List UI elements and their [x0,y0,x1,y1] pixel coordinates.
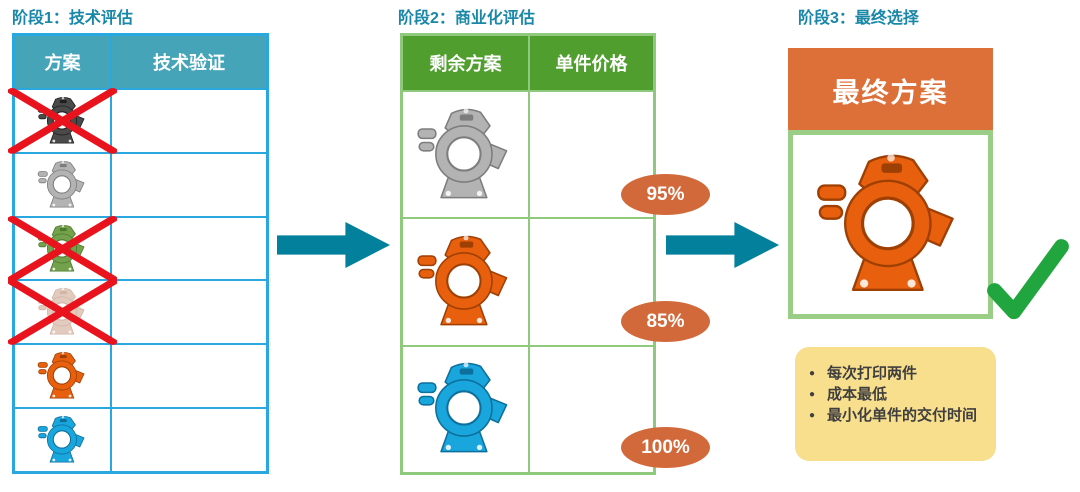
remaining-solution-cell [402,345,529,473]
verification-cell [111,280,267,345]
price-badge-100: 100% [621,427,710,468]
arrow-stage1-to-stage2-icon [277,221,391,269]
solution-cell [8,88,117,154]
remaining-solution-cell [402,91,529,219]
stage3-title: 阶段3：最终选择 [798,10,919,27]
part-image [36,349,90,403]
solution-cell [8,279,117,346]
stage1-title: 阶段1：技术评估 [12,10,133,27]
verification-cell [111,216,267,281]
checkmark-icon [987,239,1069,320]
solution-cell [14,152,111,217]
note-item: 成本最低 [809,384,986,405]
verification-cell [111,344,267,409]
stage1-col-header-verification: 技术验证 [111,35,267,89]
verification-cell [111,89,267,153]
arrow-stage2-to-stage3-icon [666,221,780,269]
stage2-col-header-price: 单件价格 [529,35,654,91]
part-image [414,230,518,334]
solution-cell [14,344,111,409]
stage2-table: 剩余方案 单件价格 [400,33,656,475]
part-image [414,357,518,461]
verification-cell [111,408,267,472]
final-part-image [812,146,970,304]
rejected-x-icon [8,88,117,154]
notes-list: 每次打印两件 成本最低 最小化单件的交付时间 [809,363,986,426]
price-badge-95: 95% [621,174,710,215]
rejected-x-icon [8,279,117,346]
verification-cell [111,152,267,217]
price-badge-85: 85% [621,301,710,342]
stage1-table: 方案 技术验证 [8,33,269,474]
price-cell [529,345,654,473]
price-cell [529,218,654,346]
solution-cell [14,408,111,472]
note-item: 每次打印两件 [809,363,986,384]
note-item: 最小化单件的交付时间 [809,405,986,426]
final-solution-header: 最终方案 [788,48,993,132]
stage1-col-header-solution: 方案 [14,35,111,89]
stage2-title: 阶段2：商业化评估 [398,10,535,27]
stage2-col-header-remaining: 剩余方案 [402,35,529,91]
part-image [36,413,90,467]
solution-cell [8,215,117,282]
notes-box: 每次打印两件 成本最低 最小化单件的交付时间 [795,347,996,461]
final-solution-box [788,130,993,319]
part-image [414,103,518,207]
rejected-x-icon [8,215,117,282]
part-image [36,158,90,212]
price-cell [529,91,654,219]
remaining-solution-cell [402,218,529,346]
